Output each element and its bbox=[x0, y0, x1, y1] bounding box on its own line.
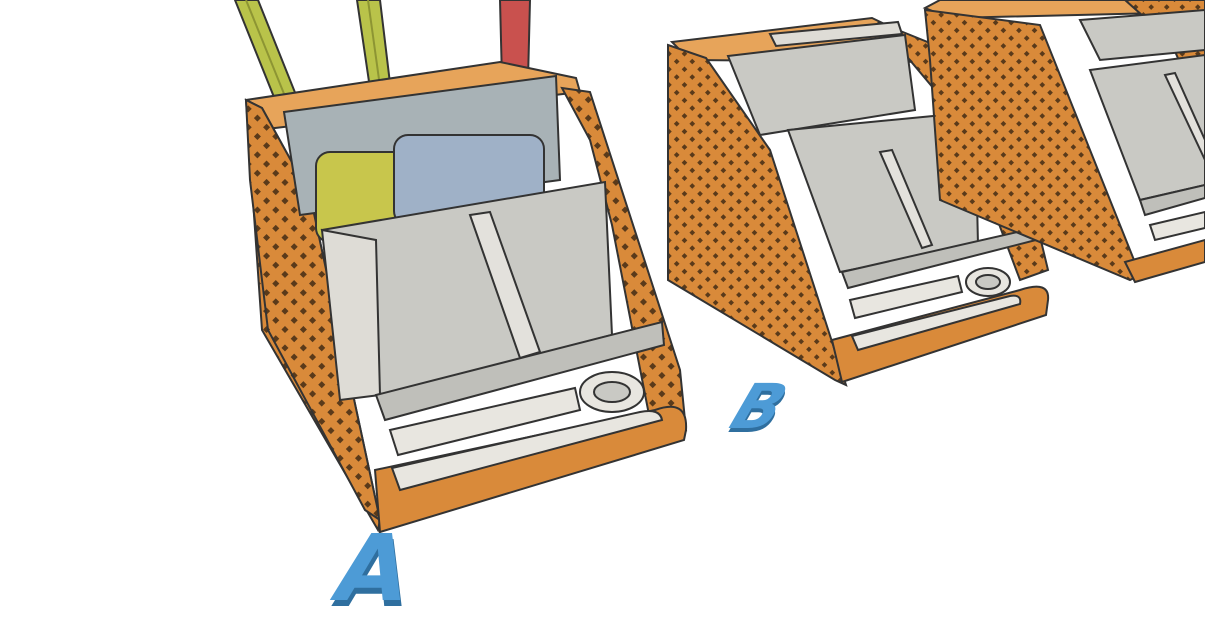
organizer-c-base bbox=[1123, 238, 1205, 284]
organizer-c-front-logo bbox=[1148, 210, 1205, 242]
label-b-group: B B bbox=[714, 371, 803, 447]
organizer-a-front-divider bbox=[374, 320, 666, 422]
organizer-a bbox=[233, 0, 688, 534]
organizer-b-back-shelf bbox=[726, 33, 917, 137]
organizer-a-base bbox=[373, 405, 688, 534]
organizer-c-middle-shelf bbox=[1088, 53, 1205, 202]
organizer-b-left-side bbox=[667, 43, 848, 387]
organizer-c-left-side bbox=[923, 8, 1142, 282]
organizer-b bbox=[667, 16, 1050, 387]
label-a: A bbox=[324, 515, 422, 622]
organizer-c-partial bbox=[922, 0, 1205, 284]
label-b: B bbox=[714, 371, 803, 443]
label-a-group: A A bbox=[324, 515, 423, 625]
organizer-a-front-logo bbox=[388, 371, 645, 457]
organizer-c-back-shelf bbox=[1078, 8, 1205, 62]
organizer-b-front-logo bbox=[848, 267, 1011, 320]
